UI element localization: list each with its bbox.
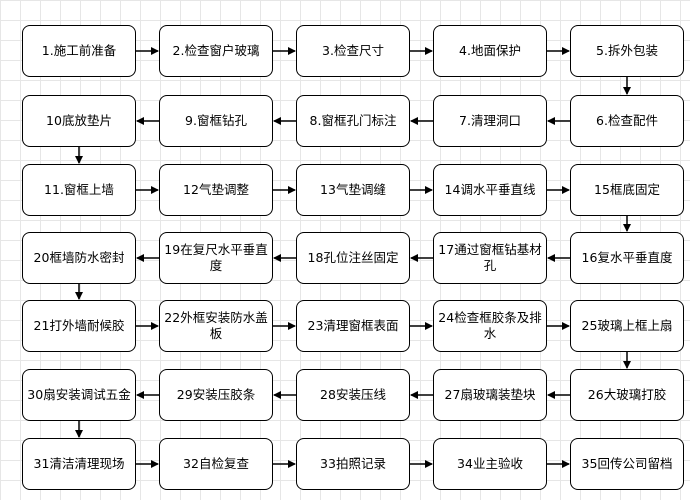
step-26-label: 26大玻璃打胶 bbox=[587, 387, 667, 402]
step-28-label: 28安装压线 bbox=[320, 387, 386, 402]
step-11-label: 11.窗框上墙 bbox=[44, 182, 114, 197]
step-34-box: 34业主验收 bbox=[433, 438, 547, 490]
step-21-box: 21打外墙耐候胶 bbox=[22, 300, 136, 352]
step-9-box: 9.窗框钻孔 bbox=[159, 95, 273, 147]
step-29-box: 29安装压胶条 bbox=[159, 369, 273, 421]
step-11-box: 11.窗框上墙 bbox=[22, 164, 136, 216]
step-32-box: 32自检复查 bbox=[159, 438, 273, 490]
step-21-label: 21打外墙耐候胶 bbox=[33, 318, 125, 333]
step-13-box: 13气垫调缝 bbox=[296, 164, 410, 216]
step-18-label: 18孔位注丝固定 bbox=[307, 250, 399, 265]
step-25-label: 25玻璃上框上扇 bbox=[581, 318, 673, 333]
step-27-label: 27扇玻璃装垫块 bbox=[444, 387, 536, 402]
step-13-label: 13气垫调缝 bbox=[320, 182, 386, 197]
step-33-box: 33拍照记录 bbox=[296, 438, 410, 490]
step-1-label: 1.施工前准备 bbox=[41, 43, 117, 58]
step-10-box: 10底放垫片 bbox=[22, 95, 136, 147]
step-2-label: 2.检查窗户玻璃 bbox=[172, 43, 260, 58]
step-10-label: 10底放垫片 bbox=[46, 113, 112, 128]
step-4-box: 4.地面保护 bbox=[433, 25, 547, 77]
step-35-label: 35回传公司留档 bbox=[581, 456, 673, 471]
step-25-box: 25玻璃上框上扇 bbox=[570, 300, 684, 352]
step-30-label: 30扇安装调试五金 bbox=[27, 387, 131, 402]
step-23-label: 23清理窗框表面 bbox=[307, 318, 399, 333]
step-23-box: 23清理窗框表面 bbox=[296, 300, 410, 352]
step-3-label: 3.检查尺寸 bbox=[322, 43, 384, 58]
step-5-label: 5.拆外包装 bbox=[596, 43, 658, 58]
step-22-box: 22外框安装防水盖板 bbox=[159, 300, 273, 352]
step-16-label: 16复水平垂直度 bbox=[581, 250, 673, 265]
step-31-box: 31清洁清理现场 bbox=[22, 438, 136, 490]
step-4-label: 4.地面保护 bbox=[459, 43, 521, 58]
step-1-box: 1.施工前准备 bbox=[22, 25, 136, 77]
step-7-label: 7.清理洞口 bbox=[459, 113, 521, 128]
step-6-box: 6.检查配件 bbox=[570, 95, 684, 147]
step-33-label: 33拍照记录 bbox=[320, 456, 386, 471]
step-20-box: 20框墙防水密封 bbox=[22, 232, 136, 284]
step-35-box: 35回传公司留档 bbox=[570, 438, 684, 490]
step-29-label: 29安装压胶条 bbox=[176, 387, 256, 402]
step-24-box: 24检查框胶条及排水 bbox=[433, 300, 547, 352]
step-16-box: 16复水平垂直度 bbox=[570, 232, 684, 284]
step-30-box: 30扇安装调试五金 bbox=[22, 369, 136, 421]
step-14-label: 14调水平垂直线 bbox=[444, 182, 536, 197]
step-12-label: 12气垫调整 bbox=[183, 182, 249, 197]
step-14-box: 14调水平垂直线 bbox=[433, 164, 547, 216]
step-22-label: 22外框安装防水盖板 bbox=[164, 310, 268, 341]
step-5-box: 5.拆外包装 bbox=[570, 25, 684, 77]
step-15-label: 15框底固定 bbox=[594, 182, 660, 197]
step-7-box: 7.清理洞口 bbox=[433, 95, 547, 147]
step-19-box: 19在复尺水平垂直度 bbox=[159, 232, 273, 284]
step-12-box: 12气垫调整 bbox=[159, 164, 273, 216]
step-26-box: 26大玻璃打胶 bbox=[570, 369, 684, 421]
step-28-box: 28安装压线 bbox=[296, 369, 410, 421]
step-9-label: 9.窗框钻孔 bbox=[185, 113, 247, 128]
step-31-label: 31清洁清理现场 bbox=[33, 456, 125, 471]
step-24-label: 24检查框胶条及排水 bbox=[438, 310, 542, 341]
step-8-label: 8.窗框孔门标注 bbox=[309, 113, 397, 128]
step-27-box: 27扇玻璃装垫块 bbox=[433, 369, 547, 421]
step-6-label: 6.检查配件 bbox=[596, 113, 658, 128]
step-17-label: 17通过窗框钻基材孔 bbox=[438, 242, 542, 273]
step-18-box: 18孔位注丝固定 bbox=[296, 232, 410, 284]
step-32-label: 32自检复查 bbox=[183, 456, 249, 471]
step-20-label: 20框墙防水密封 bbox=[33, 250, 125, 265]
step-8-box: 8.窗框孔门标注 bbox=[296, 95, 410, 147]
step-3-box: 3.检查尺寸 bbox=[296, 25, 410, 77]
step-15-box: 15框底固定 bbox=[570, 164, 684, 216]
step-34-label: 34业主验收 bbox=[457, 456, 523, 471]
step-2-box: 2.检查窗户玻璃 bbox=[159, 25, 273, 77]
step-19-label: 19在复尺水平垂直度 bbox=[164, 242, 268, 273]
step-17-box: 17通过窗框钻基材孔 bbox=[433, 232, 547, 284]
